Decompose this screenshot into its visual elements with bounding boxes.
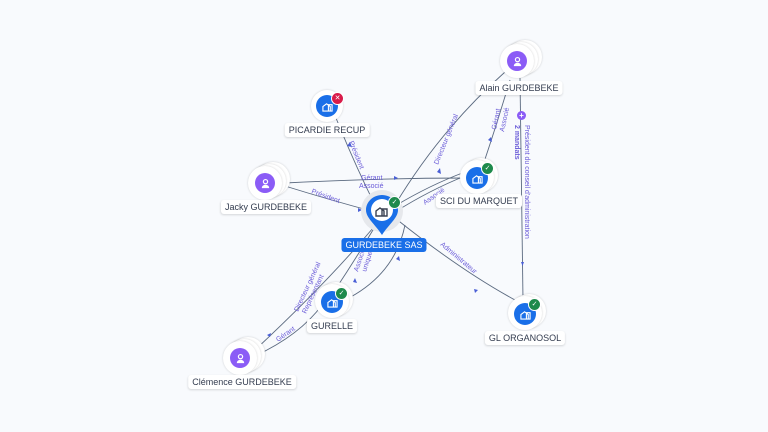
active-status-icon: ✓ — [388, 196, 401, 209]
node-label-clemence-gurdebeke[interactable]: Clémence GURDEBEKE — [188, 375, 296, 389]
edge-gurdebeke-glorganosol[interactable] — [394, 217, 516, 301]
edge-label: Associé — [359, 183, 384, 190]
arrow-icon — [474, 289, 478, 293]
node-label-jacky-gurdebeke[interactable]: Jacky GURDEBEKE — [220, 200, 312, 214]
arrow-icon — [353, 278, 357, 283]
arrow-icon — [521, 262, 524, 266]
active-status-icon: ✓ — [481, 162, 494, 175]
edge-gurelle-gurdebeke[interactable] — [344, 224, 406, 301]
arrow-icon — [394, 176, 398, 180]
edge-jacky-sci[interactable] — [284, 177, 471, 184]
person-icon — [230, 348, 250, 368]
person-icon — [507, 51, 527, 71]
edge-label: Associé — [499, 107, 511, 133]
arrow-icon — [347, 142, 352, 147]
node-label-sci-du-marquet[interactable]: SCI DU MARQUET — [435, 194, 523, 208]
edge-label: Directeur général — [433, 113, 460, 166]
arrow-icon — [437, 168, 441, 174]
node-label-gurelle[interactable]: GURELLE — [306, 319, 358, 333]
edge-label: Président — [310, 188, 340, 205]
edge-label-count: 2 mandats — [513, 125, 520, 160]
expand-plus-icon[interactable]: + — [517, 111, 526, 120]
node-label-gurdebeke-sas[interactable]: GURDEBEKE SAS — [341, 238, 427, 252]
active-status-icon: ✓ — [335, 287, 348, 300]
edge-label: Gérant — [361, 175, 382, 182]
active-status-icon: ✓ — [528, 298, 541, 311]
node-label-gl-organosol[interactable]: GL ORGANOSOL — [484, 331, 566, 345]
arrow-icon — [396, 256, 400, 261]
edge-clemence-gurdebeke[interactable] — [254, 221, 379, 351]
node-label-alain-gurdebeke[interactable]: Alain GURDEBEKE — [475, 81, 563, 95]
edge-label: Administrateur — [439, 241, 479, 276]
arrow-icon — [488, 137, 492, 142]
node-label-picardie-recup[interactable]: PICARDIE RECUP — [284, 123, 370, 137]
edge-label: Gérant — [491, 108, 502, 130]
arrow-icon — [358, 208, 362, 212]
person-icon — [255, 173, 275, 193]
closed-status-icon: ✕ — [331, 92, 344, 105]
arrow-icon — [267, 333, 271, 337]
edge-label: Président du conseil d'administration — [523, 125, 530, 239]
